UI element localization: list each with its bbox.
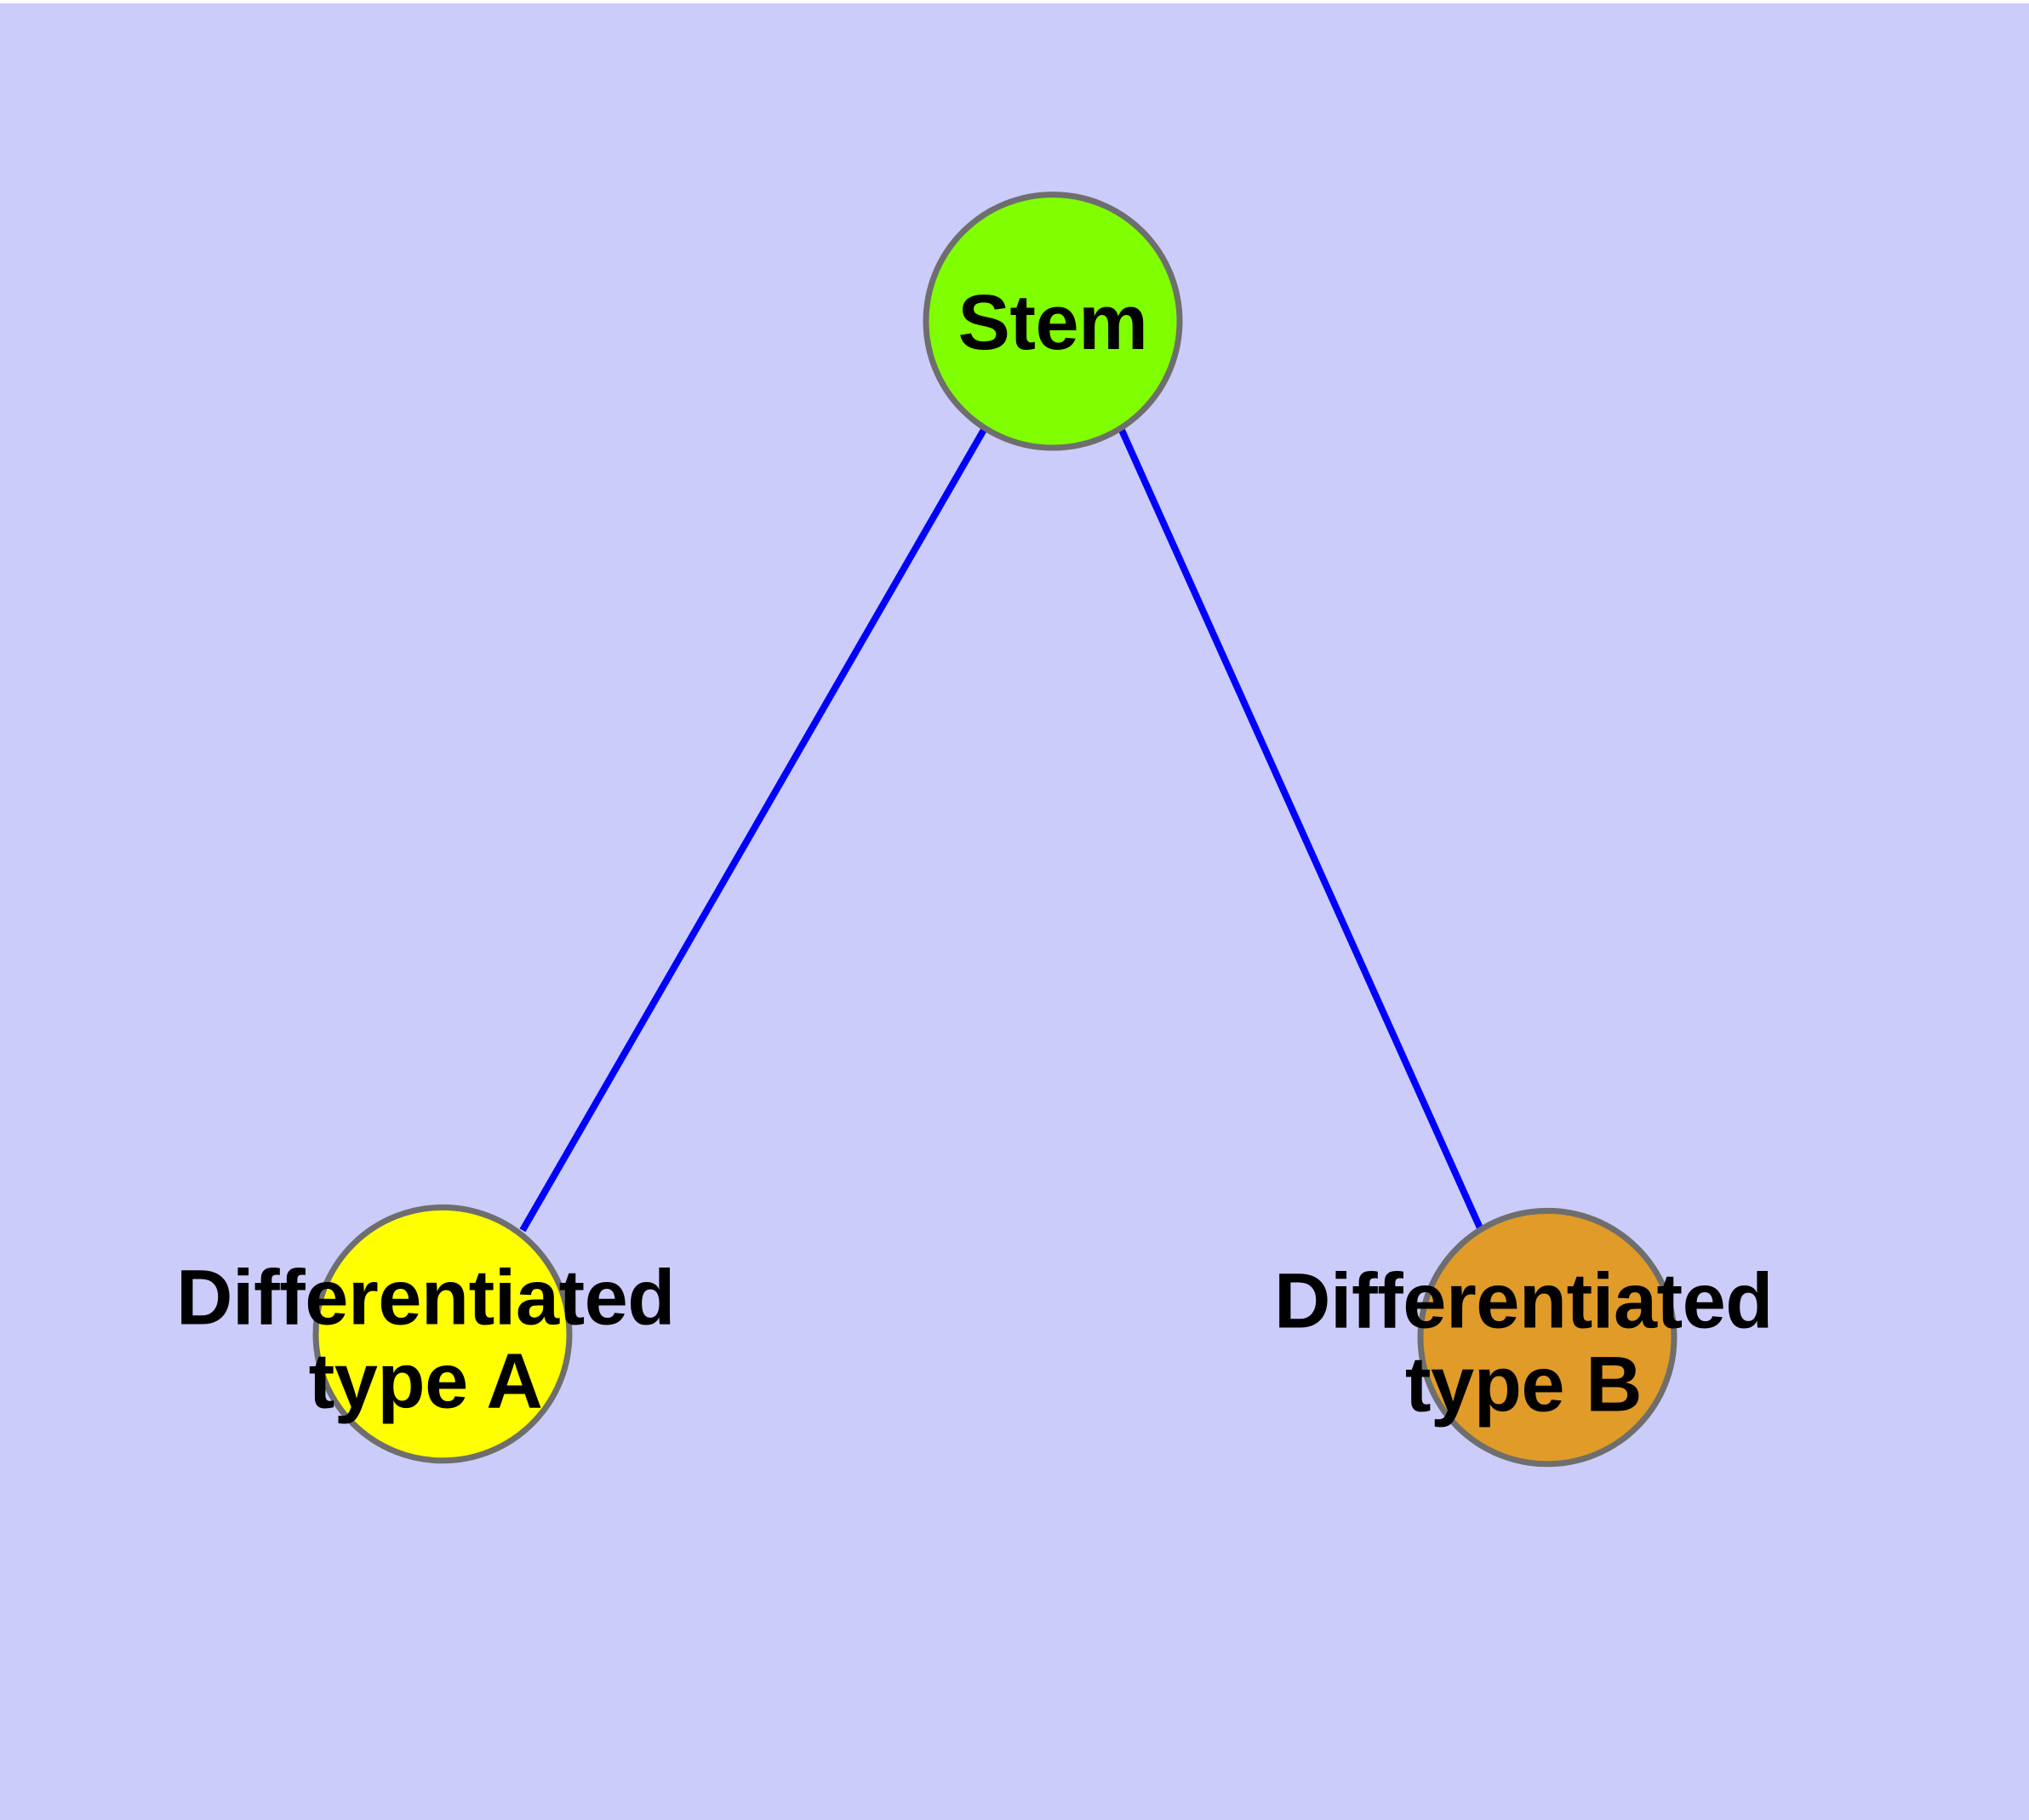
edge-stem-to-differentiated-type-b[interactable] — [1117, 426, 1486, 1235]
edge-stem-to-differentiated-type-a[interactable] — [519, 426, 988, 1233]
node-differentiated-type-a[interactable] — [312, 1204, 573, 1464]
graph-svg — [312, 192, 1677, 1468]
node-group — [312, 192, 1677, 1468]
node-stem[interactable] — [923, 192, 1183, 451]
node-differentiated-type-b[interactable] — [1417, 1207, 1677, 1468]
edge-group — [519, 426, 1486, 1235]
